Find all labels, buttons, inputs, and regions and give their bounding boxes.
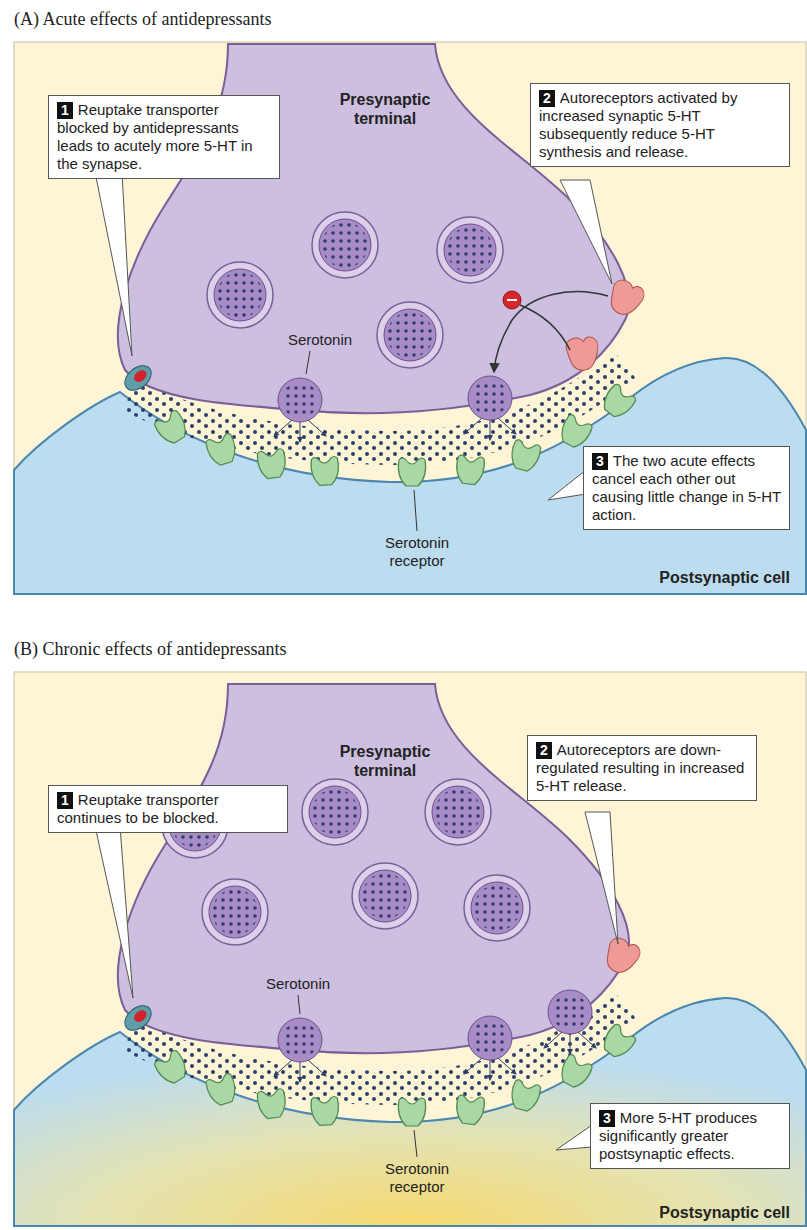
callout-number: 2 bbox=[536, 742, 552, 759]
structure-label: Presynaptic terminal bbox=[325, 742, 445, 780]
callout-box: 2Autoreceptors activated by increased sy… bbox=[530, 83, 790, 167]
callout-text: Reuptake transporter blocked by antidepr… bbox=[57, 101, 253, 172]
structure-label: Serotonin receptor bbox=[368, 534, 466, 570]
callout-box: 3The two acute effects cancel each other… bbox=[583, 446, 790, 530]
panel-heading: (A) Acute effects of antidepressants bbox=[14, 8, 514, 30]
structure-label: Serotonin receptor bbox=[368, 1160, 466, 1196]
callout-number: 1 bbox=[57, 102, 73, 119]
callout-box: 2Autoreceptors are down-regulated result… bbox=[527, 735, 757, 801]
callout-text: More 5-HT produces significantly greater… bbox=[599, 1109, 757, 1162]
callout-number: 3 bbox=[592, 453, 608, 470]
callout-text: The two acute effects cancel each other … bbox=[592, 452, 781, 523]
callout-text: Autoreceptors activated by increased syn… bbox=[539, 89, 737, 160]
callout-box: 3More 5-HT produces significantly greate… bbox=[590, 1103, 790, 1169]
callout-text: Autoreceptors are down-regulated resulti… bbox=[536, 741, 744, 794]
callout-text: Reuptake transporter continues to be blo… bbox=[57, 791, 219, 826]
callout-box: 1Reuptake transporter continues to be bl… bbox=[48, 785, 288, 833]
structure-label: Postsynaptic cell bbox=[590, 568, 790, 587]
callout-box: 1Reuptake transporter blocked by antidep… bbox=[48, 95, 280, 179]
panel-heading: (B) Chronic effects of antidepressants bbox=[14, 638, 514, 660]
callout-number: 1 bbox=[57, 792, 73, 809]
callout-number: 3 bbox=[599, 1110, 615, 1127]
structure-label: Postsynaptic cell bbox=[590, 1203, 790, 1222]
callout-number: 2 bbox=[539, 90, 555, 107]
structure-label: Serotonin bbox=[256, 975, 340, 993]
structure-label: Serotonin bbox=[278, 331, 362, 349]
structure-label: Presynaptic terminal bbox=[325, 90, 445, 128]
